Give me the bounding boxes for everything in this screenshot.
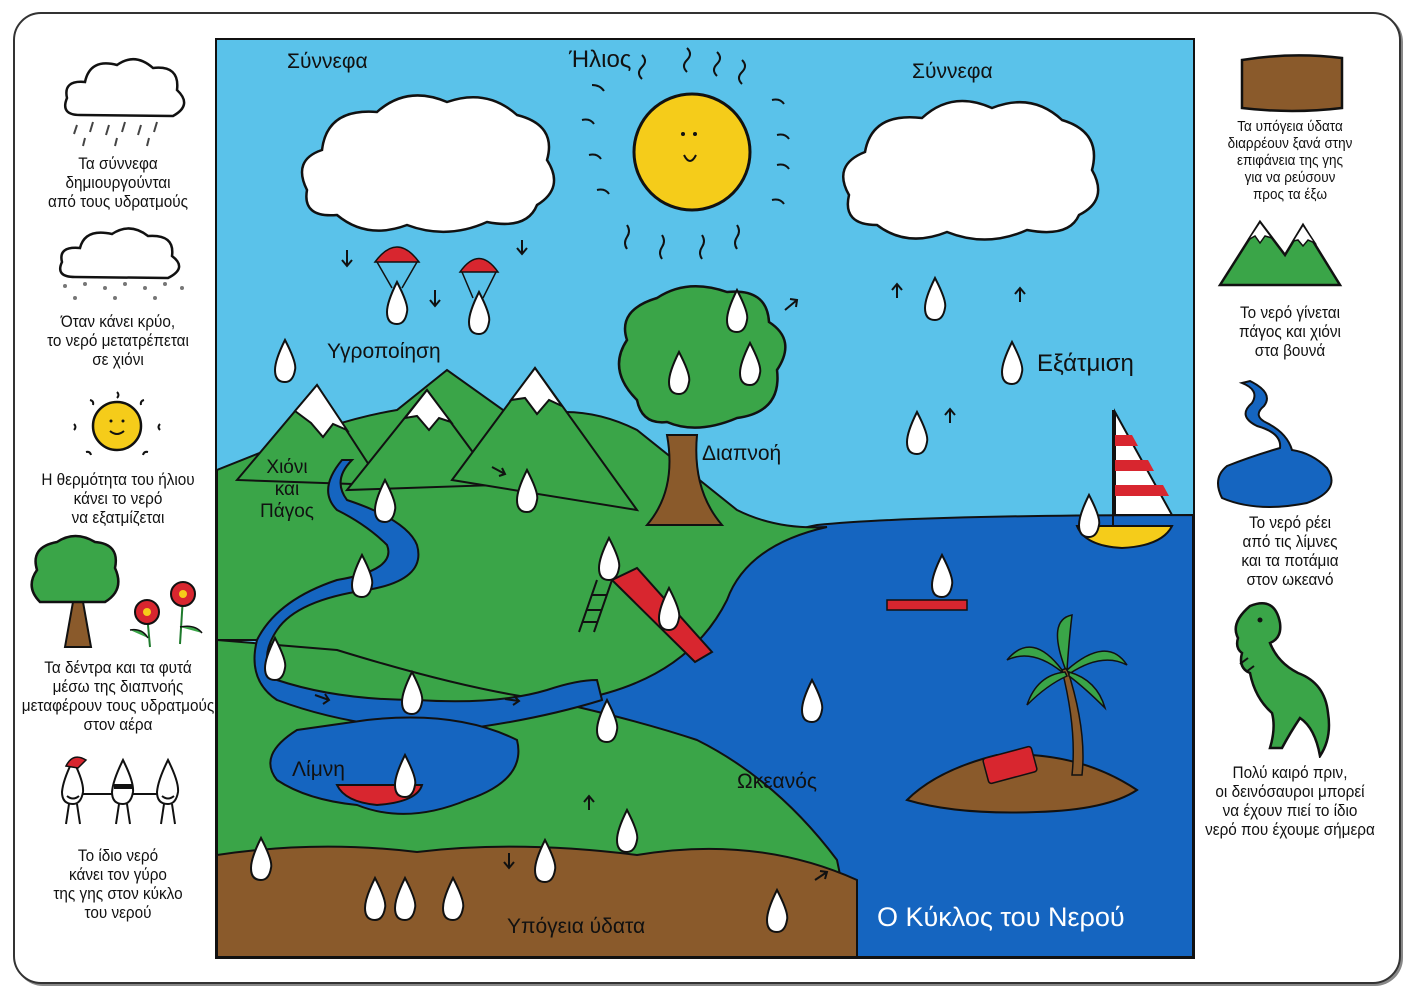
snowy-mountain-icon [1217,219,1343,287]
left-note-cycle: Το ίδιο νερό κάνει τον γύρο της γης στον… [53,846,183,922]
diagram-title: Ο Κύκλος του Νερού [877,902,1125,932]
label-clouds-right: Σύννεφα [912,60,993,83]
snow-cap-right [508,366,565,416]
scene-artwork [217,40,1193,957]
snow-cap-middle [402,388,454,432]
label-evaporation: Εξάτμιση [1037,350,1134,377]
label-snow-ice: Χιόνι και Πάγος [260,457,314,522]
palm-leaves [1006,614,1128,711]
beach-towel [982,745,1038,785]
water-drops-friends-icon [60,756,180,825]
dinosaur-icon [1234,602,1331,758]
left-note-snow: Όταν κάνει κρύο, το νερό μετατρέπεται σε… [47,312,189,369]
label-clouds-left: Σύννεφα [287,50,368,73]
water-cycle-scene: Σύννεφα Ήλιος Σύννεφα Υγροποίηση Εξάτμισ… [215,38,1195,959]
mountain-middle [344,388,499,492]
parachute-drops [373,246,500,299]
right-note-groundwater: Τα υπόγεια ύδατα διαρρέουν ξανά στην επι… [1227,118,1353,203]
river-lake-icon [1217,379,1333,508]
label-lake: Λίμνη [292,758,345,781]
river [253,459,604,732]
raining-cloud-icon [63,58,186,147]
soil [217,845,858,957]
tree-trunk [644,434,725,526]
mountain-right [450,366,640,512]
sun-rays [581,47,790,260]
right-note-dinosaurs: Πολύ καιρό πριν, οι δεινόσαυροι μπορεί ν… [1205,763,1375,839]
tree-and-flowers-icon [30,534,203,648]
sun-icon [73,391,161,456]
raft [886,599,968,611]
left-note-clouds: Τα σύννεφα δημιουργούνται από τους υδρατ… [47,154,189,211]
cloud-right [842,99,1100,241]
right-note-rivers: Το νερό ρέει από τις λίμνες και τα ποτάμ… [1241,513,1339,589]
sun [632,92,752,212]
label-condensation: Υγροποίηση [327,340,441,363]
label-sun: Ήλιος [569,46,632,73]
flow-arrows [314,240,1026,881]
cloud-left [300,94,556,233]
snowing-cloud-icon [58,227,184,300]
soil-block-icon [1240,54,1344,113]
tree-crown [617,285,787,429]
right-note-snow-mountains: Το νερό γίνεται πάγος και χιόνι στα βουν… [1239,303,1341,360]
label-groundwater: Υπόγεια ύδατα [507,915,646,938]
left-note-sun: Η θερμότητα του ήλιου κάνει το νερό να ε… [41,470,195,527]
label-transpiration: Διαπνοή [702,442,782,465]
lake [269,716,520,815]
water-drops [249,275,1101,934]
label-ocean: Ωκεανός [737,770,818,793]
left-note-transpiration: Τα δέντρα και τα φυτά μέσω της διαπνοής … [21,658,215,734]
snow-cap-left [293,383,350,439]
